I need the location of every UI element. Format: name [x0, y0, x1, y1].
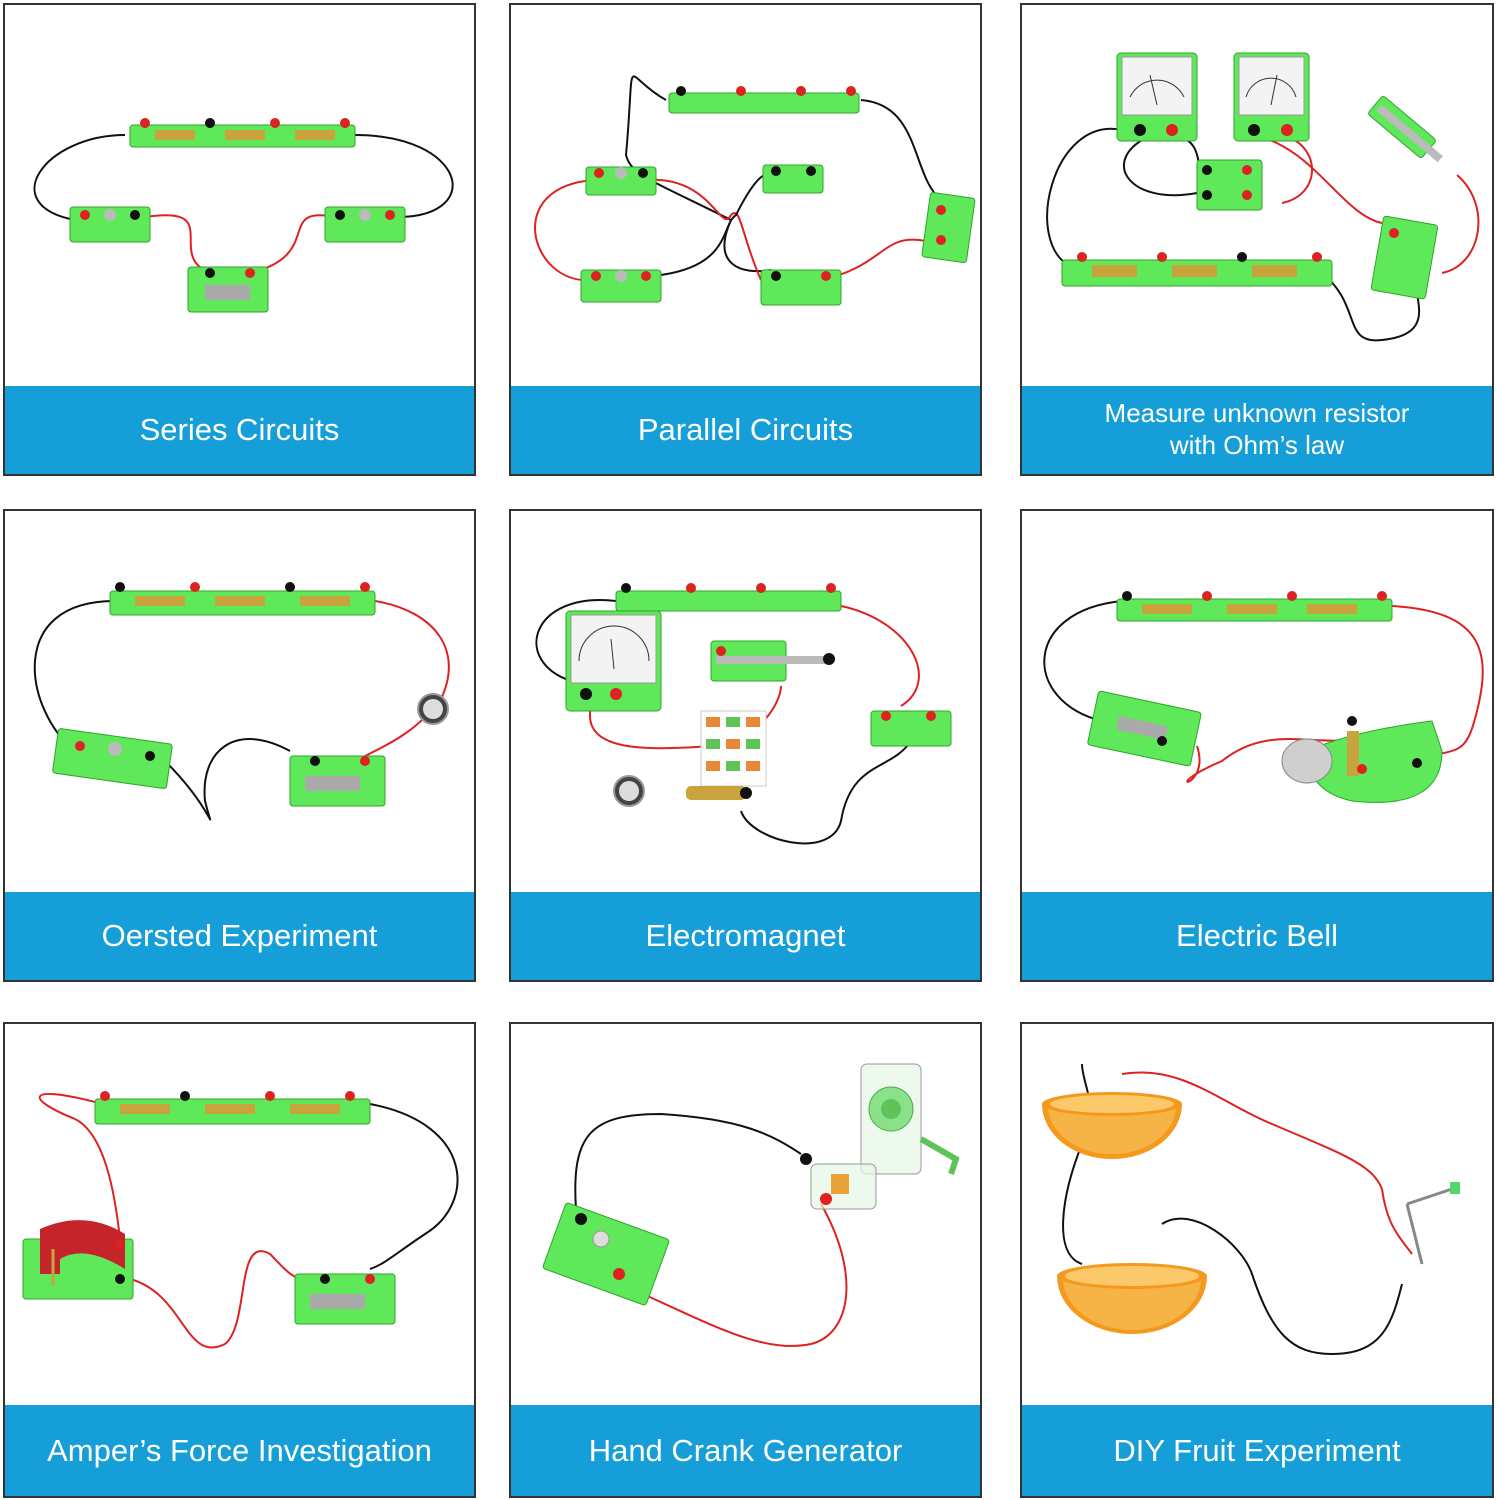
caption-diy-fruit-experiment: DIY Fruit Experiment: [1022, 1405, 1492, 1496]
caption-text: Electromagnet: [645, 918, 846, 953]
hand-crank-generator-photo: [511, 1024, 980, 1407]
caption-parallel-circuits: Parallel Circuits: [511, 386, 980, 474]
caption-text: Oersted Experiment: [101, 918, 378, 953]
ohms-law-illustration: [1046, 52, 1480, 342]
caption-oersted-experiment: Oersted Experiment: [5, 892, 474, 980]
electric-bell-illustration: [1043, 591, 1484, 803]
tile-parallel-circuits[interactable]: Parallel Circuits: [509, 3, 982, 476]
caption-text: Series Circuits: [139, 412, 340, 447]
oersted-illustration: [33, 582, 450, 821]
series-circuit-photo: [5, 5, 474, 388]
caption-electric-bell: Electric Bell: [1022, 892, 1492, 980]
ampere-force-photo: [5, 1024, 474, 1407]
tile-series-circuits[interactable]: Series Circuits: [3, 3, 476, 476]
caption-ampere-force: Amper’s Force Investigation: [5, 1405, 474, 1496]
caption-measure-resistor: Measure unknown resistor with Ohm’s law: [1022, 386, 1492, 474]
oersted-experiment-photo: [5, 511, 474, 894]
tile-ampere-force[interactable]: Amper’s Force Investigation: [3, 1022, 476, 1498]
caption-series-circuits: Series Circuits: [5, 386, 474, 474]
parallel-circuit-illustration: [534, 75, 976, 306]
tile-electric-bell[interactable]: Electric Bell: [1020, 509, 1494, 982]
series-circuit-illustration: [33, 118, 454, 313]
electromagnet-illustration: [535, 583, 952, 845]
caption-electromagnet: Electromagnet: [511, 892, 980, 980]
electric-bell-photo: [1022, 511, 1492, 894]
ohms-law-circuit-photo: [1022, 5, 1492, 388]
orange-battery-illustration: [1042, 1063, 1460, 1356]
caption-line-2: with Ohm’s law: [1169, 430, 1345, 460]
ampere-force-illustration: [22, 1091, 459, 1349]
caption-text: Parallel Circuits: [637, 412, 854, 447]
caption-text: Hand Crank Generator: [588, 1432, 903, 1468]
electromagnet-photo: [511, 511, 980, 894]
caption-line-1: Measure unknown resistor: [1104, 398, 1410, 429]
hand-crank-illustration: [542, 1063, 960, 1347]
caption-text: Electric Bell: [1176, 918, 1338, 953]
tile-hand-crank-generator[interactable]: Hand Crank Generator: [509, 1022, 982, 1498]
parallel-circuit-photo: [511, 5, 980, 388]
caption-hand-crank-generator: Hand Crank Generator: [511, 1405, 980, 1496]
tile-oersted-experiment[interactable]: Oersted Experiment: [3, 509, 476, 982]
caption-text: Amper’s Force Investigation: [47, 1432, 432, 1468]
tile-diy-fruit-experiment[interactable]: DIY Fruit Experiment: [1020, 1022, 1494, 1498]
tile-electromagnet[interactable]: Electromagnet: [509, 509, 982, 982]
tile-measure-resistor[interactable]: Measure unknown resistor with Ohm’s law: [1020, 3, 1494, 476]
orange-battery-photo: [1022, 1024, 1492, 1407]
caption-text: DIY Fruit Experiment: [1113, 1432, 1401, 1468]
